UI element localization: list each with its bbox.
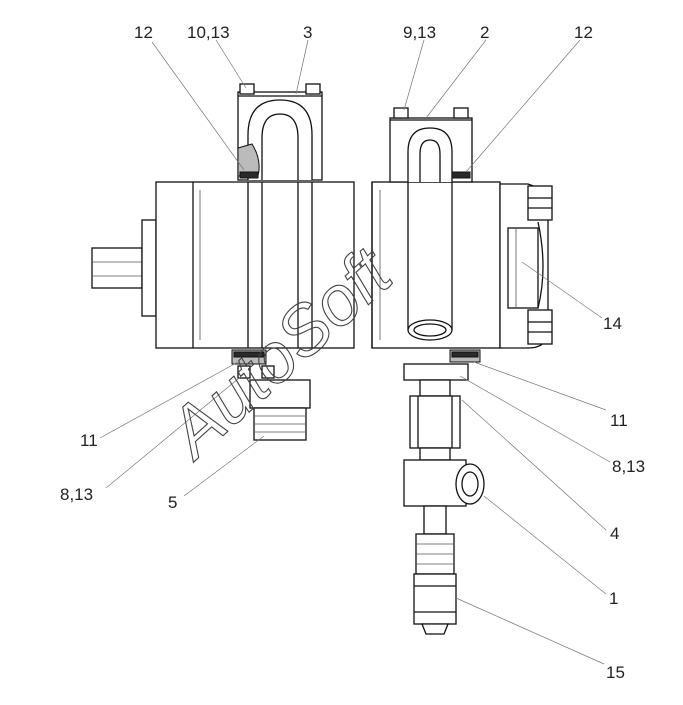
callout-8-13-left: 8,13 xyxy=(60,485,93,504)
callout-4: 4 xyxy=(610,524,619,543)
outlet-assembly xyxy=(403,363,485,635)
bolts-14 xyxy=(527,185,553,345)
callout-9-13: 9,13 xyxy=(403,23,436,42)
callout-14: 14 xyxy=(603,314,622,333)
callout-15: 15 xyxy=(606,663,625,682)
callout-11-left: 11 xyxy=(80,431,98,450)
pump-body-left xyxy=(155,181,355,349)
callout-10-13: 10,13 xyxy=(187,23,230,42)
callout-12-right: 12 xyxy=(574,23,593,42)
callout-3: 3 xyxy=(303,23,312,42)
callout-8-13-right: 8,13 xyxy=(612,457,645,476)
fitting-5 xyxy=(249,379,311,441)
callout-12-left: 12 xyxy=(134,23,153,42)
pipe-2 xyxy=(389,107,473,341)
pipe-3 xyxy=(237,83,323,348)
drive-shaft xyxy=(91,219,157,317)
callout-5: 5 xyxy=(168,493,177,512)
callout-11-right: 11 xyxy=(610,411,628,430)
leader-lines xyxy=(99,39,611,665)
pump-body-right xyxy=(371,181,549,349)
callout-1: 1 xyxy=(609,589,618,608)
callout-2: 2 xyxy=(480,23,489,42)
lower-flanges xyxy=(231,349,481,379)
